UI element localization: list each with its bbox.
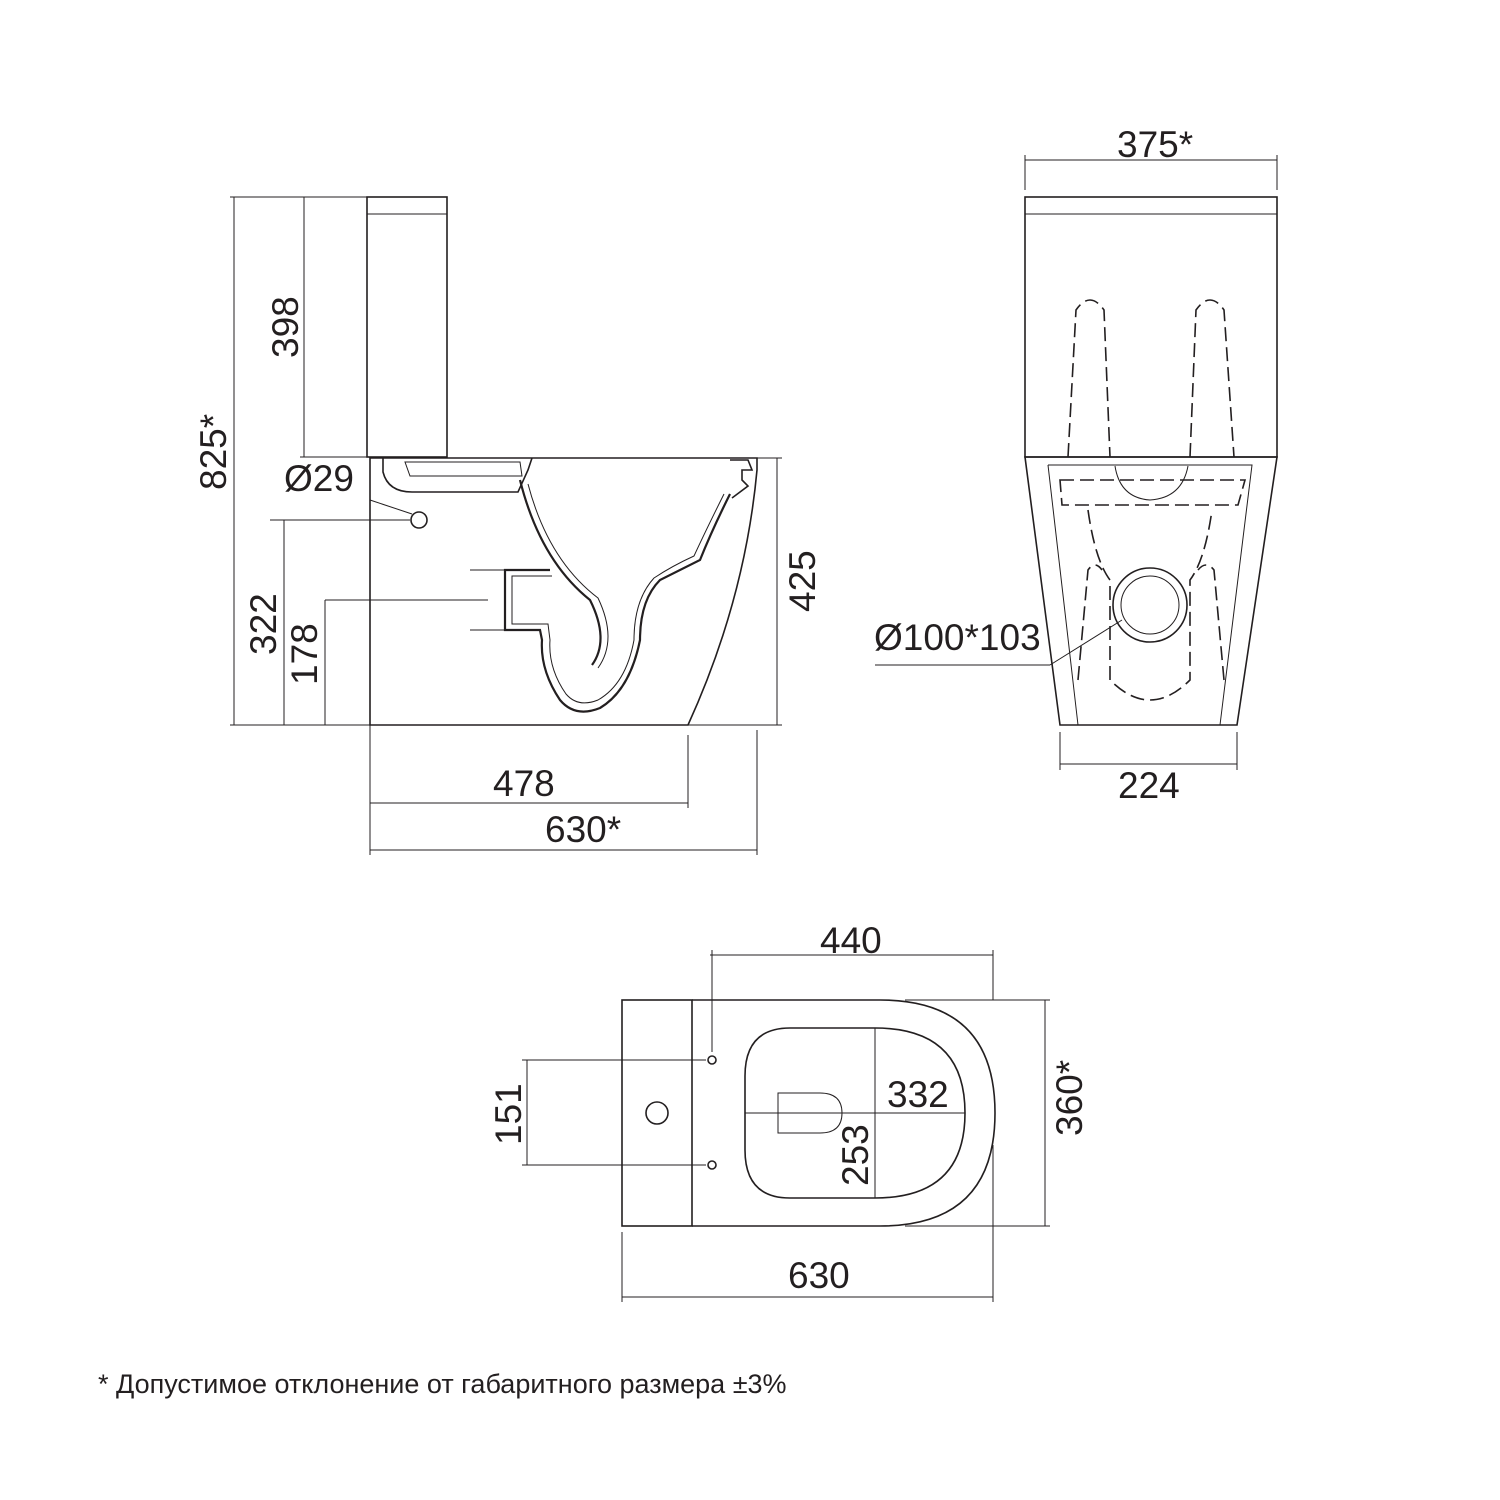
dim-seat-width: 253 xyxy=(835,1124,876,1186)
bowl-outline xyxy=(369,457,758,726)
dim-seat-length: 332 xyxy=(887,1074,949,1115)
trapway-outer xyxy=(503,479,731,713)
top-tank-outline xyxy=(621,999,693,1227)
bowl-internal-side-left xyxy=(1077,564,1103,681)
inlet-leader xyxy=(369,499,413,515)
back-bowl-outline xyxy=(1024,456,1278,726)
mount-hole-top xyxy=(707,1055,717,1065)
outlet-outer xyxy=(1112,567,1188,643)
dim-inlet-diameter: Ø29 xyxy=(284,458,354,499)
dim-outlet-height: 178 xyxy=(284,623,325,685)
flush-button xyxy=(645,1101,669,1125)
rim-outline xyxy=(382,457,533,493)
seat-opening xyxy=(744,1027,966,1199)
dim-mount-spacing: 151 xyxy=(488,1083,529,1145)
tank-outline xyxy=(366,196,448,458)
dim-bowl-length: 440 xyxy=(820,920,882,961)
footnote: * Допустимое отклонение от габаритного р… xyxy=(98,1369,787,1399)
mount-hole-bottom xyxy=(707,1160,717,1170)
back-view: Ø100*103 375* 224 xyxy=(874,124,1278,806)
bowl-internal-curve xyxy=(1114,465,1189,501)
bowl-internal-top xyxy=(1059,479,1247,506)
inlet-hole xyxy=(410,511,428,529)
dim-outlet-diameter: Ø100*103 xyxy=(874,617,1041,658)
bowl-internal-side-right xyxy=(1197,564,1225,681)
trapway-inner xyxy=(511,483,725,704)
top-view: 440 360* 151 332 253 630 xyxy=(488,920,1090,1302)
dim-base-width: 224 xyxy=(1118,765,1180,806)
dim-bowl-height: 425 xyxy=(782,550,823,612)
dim-inlet-height: 322 xyxy=(243,593,284,655)
rim-inner xyxy=(404,461,523,477)
dim-tank-height: 398 xyxy=(265,296,306,358)
dim-total-height: 825* xyxy=(193,414,234,490)
outlet-leader-d xyxy=(1049,619,1123,666)
front-rim xyxy=(730,459,754,499)
tank-internal-right xyxy=(1189,299,1235,458)
top-bowl-outline xyxy=(692,999,996,1227)
outlet-inner xyxy=(1120,575,1180,635)
back-bowl-inner xyxy=(1047,464,1253,726)
dim-back-width: 375* xyxy=(1117,124,1193,165)
dim-top-width: 360* xyxy=(1049,1060,1090,1136)
dim-base-length: 478 xyxy=(493,763,555,804)
side-view: 825* 398 Ø29 322 178 425 478 630* xyxy=(193,196,823,855)
back-tank-outline xyxy=(1024,196,1278,458)
bowl-internal-channel xyxy=(1087,509,1213,701)
dim-total-length: 630* xyxy=(545,809,621,850)
dim-top-total-length: 630 xyxy=(788,1255,850,1296)
tank-internal-left xyxy=(1067,299,1111,458)
